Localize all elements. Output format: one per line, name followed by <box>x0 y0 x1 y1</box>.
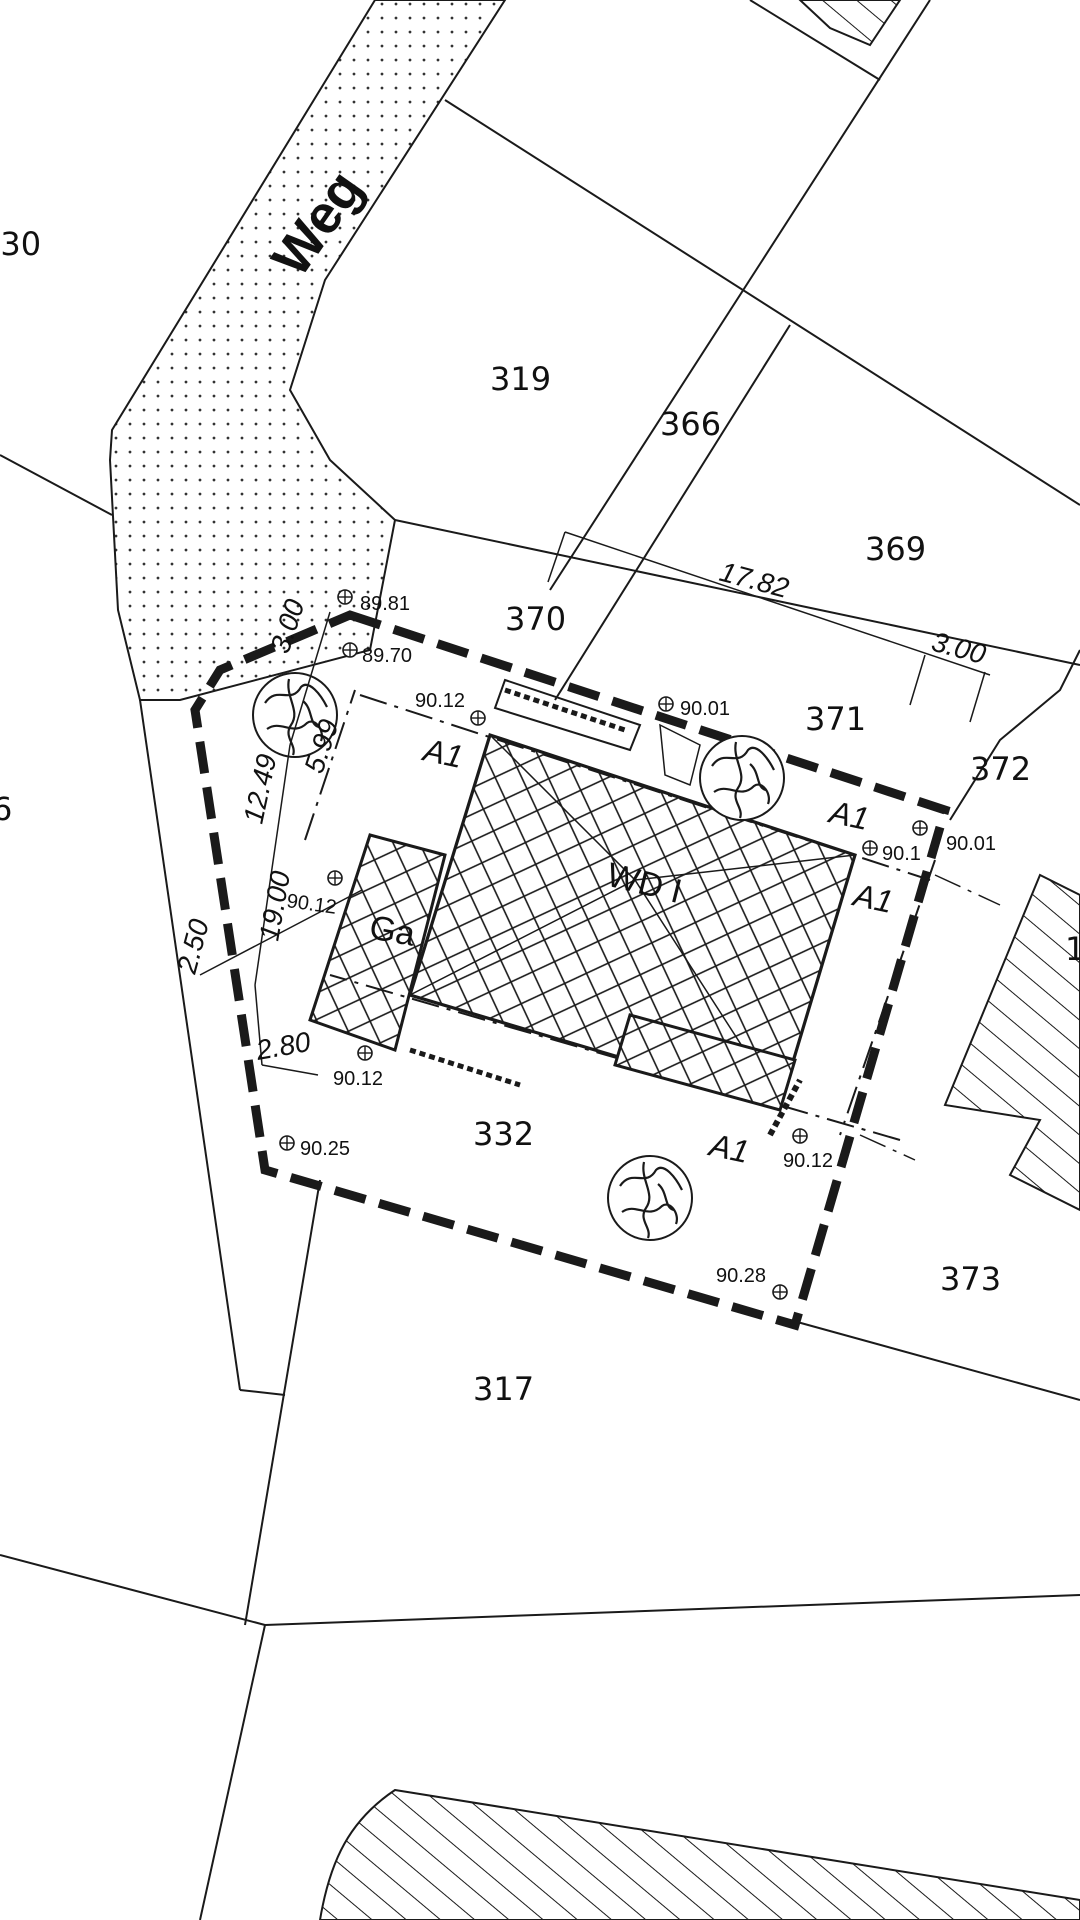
elevation-label: 90.01 <box>946 833 996 855</box>
parcel-number: 369 <box>865 530 926 568</box>
elevation-label: 90.12 <box>285 890 338 919</box>
elevation-label: 90.12 <box>783 1150 833 1172</box>
parcel-number: 373 <box>940 1260 1001 1298</box>
dimension-label: 19.00 <box>253 868 296 943</box>
neighbour-building-right <box>943 873 1080 1212</box>
site-boundary <box>190 610 951 1331</box>
parcel-number: 6 <box>0 790 12 828</box>
dimension-label: 2.80 <box>253 1026 313 1066</box>
dimension-label: 12.49 <box>238 751 283 826</box>
zone-label: A1 <box>705 1126 753 1170</box>
tree-symbol-2 <box>698 734 786 822</box>
parcel-number: 319 <box>490 360 551 398</box>
parcel-number: 366 <box>660 405 721 443</box>
garage <box>308 833 447 1052</box>
parcel-number: 332 <box>473 1115 534 1153</box>
parcel-number: 371 <box>805 700 866 738</box>
elevation-label: 90.1 <box>882 843 921 865</box>
dimension-label: 3.00 <box>928 626 989 670</box>
zone-label: A1 <box>849 876 897 920</box>
elevation-label: 89.81 <box>360 593 410 615</box>
zone-label: A1 <box>419 731 467 775</box>
dimension-lines <box>199 531 991 1076</box>
garage-label: Ga <box>367 908 418 953</box>
neighbour-building-bottom <box>318 1788 1080 1920</box>
parcel-number: 1 <box>1065 930 1080 968</box>
parcel-number: 372 <box>970 750 1031 788</box>
elevation-label: 90.28 <box>716 1265 766 1287</box>
zone-label: A1 <box>825 793 873 837</box>
tree-symbol-3 <box>606 1154 694 1242</box>
footpath <box>108 0 507 701</box>
hedge-strips <box>409 678 803 1137</box>
dimension-label: 2.50 <box>171 915 215 977</box>
parcel-number: 330 <box>0 225 41 263</box>
elevation-label: 90.12 <box>333 1068 383 1090</box>
elevation-label: 90.01 <box>680 698 730 720</box>
elevation-label: 90.12 <box>415 690 465 712</box>
parcel-number: 317 <box>473 1370 534 1408</box>
parcel-number: 370 <box>505 600 566 638</box>
elevation-label: 90.25 <box>300 1138 350 1160</box>
elevation-label: 89.70 <box>362 645 412 667</box>
neighbour-building-top <box>798 0 902 47</box>
